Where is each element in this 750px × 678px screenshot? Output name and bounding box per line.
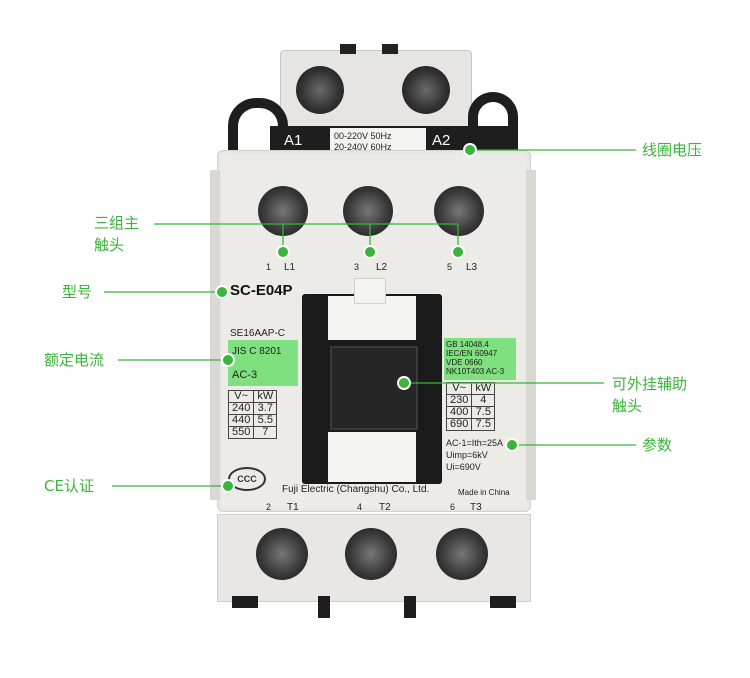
callout-ce: CE认证: [44, 477, 94, 495]
terminal-num-1: 1: [266, 262, 272, 272]
terminal-num-4: 4: [357, 502, 363, 512]
callout-model: 型号: [62, 283, 93, 301]
callout-rated-current: 额定电流: [44, 351, 105, 369]
right-table-cell: 7.5: [471, 418, 496, 431]
std-4: NK10T403 AC-3: [446, 367, 505, 376]
model-label: SC-E04P: [230, 282, 293, 299]
terminal-screw-t1: [256, 528, 308, 580]
housing-side-right: [526, 170, 536, 500]
callout-coil-voltage: 线圈电压: [642, 141, 703, 159]
dot-main-contact-1: [276, 245, 290, 259]
coil-screw-left: [296, 66, 344, 114]
ccc-mark: CCC: [228, 467, 266, 491]
terminal-screw-l3: [434, 186, 484, 236]
callout-main-contacts-line1: 三组主: [94, 214, 140, 232]
coil-terminal-a1: A1: [284, 132, 303, 149]
callout-aux-contacts-line1: 可外挂辅助: [612, 375, 688, 393]
actuator-tab: [354, 278, 386, 304]
coil-voltage-2: 20-240V 60Hz: [334, 142, 392, 152]
terminal-label-t1: T1: [287, 502, 299, 513]
terminal-label-l1: L1: [284, 262, 296, 273]
param-2: Uimp=6kV: [446, 450, 488, 460]
rated-current-highlight: [228, 340, 298, 386]
top-tab-right: [382, 44, 398, 54]
dot-parameters: [505, 438, 519, 452]
foot-mid-left: [318, 596, 330, 618]
dot-rated-current: [221, 353, 235, 367]
param-1: AC-1=Ith=25A: [446, 438, 504, 448]
left-table-cell: 7: [253, 426, 278, 439]
terminal-screw-t3: [436, 528, 488, 580]
terminal-num-6: 6: [450, 502, 456, 512]
dot-model: [215, 285, 229, 299]
std-3: VDE 0660: [446, 358, 483, 367]
foot-left: [232, 596, 258, 608]
right-table-cell: 690: [445, 418, 473, 431]
left-table-cell: 550: [227, 426, 255, 439]
dot-main-contact-3: [451, 245, 465, 259]
coil-screw-right: [402, 66, 450, 114]
left-rating-table: V~ kW 240 3.7 440 5.5 550 7: [227, 390, 278, 439]
terminal-screw-t2: [345, 528, 397, 580]
mount-ear-left: [228, 98, 288, 153]
callout-main-contacts-line2: 触头: [94, 236, 125, 254]
dot-aux-contacts: [397, 376, 411, 390]
terminal-screw-l2: [343, 186, 393, 236]
callout-aux-contacts-line2: 触头: [612, 397, 643, 415]
ac3-left-label: AC-3: [232, 369, 258, 381]
housing-side-left: [210, 170, 220, 500]
foot-right: [490, 596, 516, 608]
dot-coil-voltage: [463, 143, 477, 157]
terminal-label-t3: T3: [470, 502, 482, 513]
actuator-bottom: [328, 432, 416, 482]
mount-ear-right: [468, 92, 518, 150]
terminal-num-3: 3: [354, 262, 360, 272]
std-1: GB 14048.4: [446, 340, 489, 349]
manufacturer-label: Fuji Electric (Changshu) Co., Ltd.: [282, 484, 430, 495]
made-in-label: Made in China: [458, 488, 510, 497]
terminal-label-l2: L2: [376, 262, 388, 273]
top-tab-left: [340, 44, 356, 54]
coil-terminal-a2: A2: [432, 132, 451, 149]
standards-highlight: [444, 338, 516, 380]
sub-model-label: SE16AAP-C: [230, 328, 286, 339]
terminal-label-l3: L3: [466, 262, 478, 273]
terminal-label-t2: T2: [379, 502, 391, 513]
foot-mid-right: [404, 596, 416, 618]
param-3: Ui=690V: [446, 462, 481, 472]
terminal-num-5: 5: [447, 262, 453, 272]
callout-parameters: 参数: [642, 436, 673, 454]
std-2: IEC/EN 60947: [446, 349, 498, 358]
coil-voltage-1: 00-220V 50Hz: [334, 131, 392, 141]
jis-label: JIS C 8201: [232, 346, 282, 357]
dot-ce: [221, 479, 235, 493]
terminal-num-2: 2: [266, 502, 272, 512]
dot-main-contact-2: [363, 245, 377, 259]
